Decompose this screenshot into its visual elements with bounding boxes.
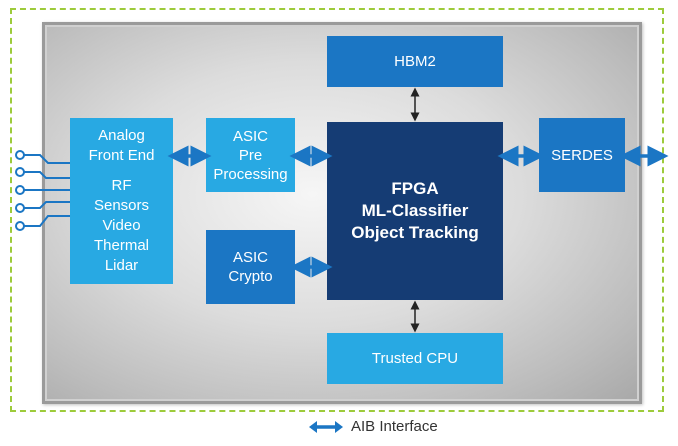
sensor-line-video: Video [102,217,141,234]
double-arrow-icon [309,420,343,433]
legend-label: AIB Interface [351,418,438,435]
fpga-line-2: ML-Classifier [361,201,469,220]
asic-pre-processing-block: ASIC Pre Processing [206,118,295,192]
sensor-line-lidar: Lidar [104,257,139,274]
sensor-pins-icon [15,150,70,231]
asic-crypto-line-1: ASIC [232,249,268,266]
asic-crypto-line-2: Crypto [228,268,273,285]
fpga-line-1: FPGA [391,179,439,198]
trusted-cpu-block: Trusted CPU [327,333,503,384]
package-boundary [10,8,664,412]
asic-pre-line-3: Processing [213,165,288,183]
hbm2-label: HBM2 [394,53,436,70]
serdes-label: SERDES [551,146,613,164]
serdes-block: SERDES [539,118,625,192]
asic-pre-line-2: Pre [238,146,263,164]
asic-pre-line-1: ASIC [232,127,268,145]
trusted-cpu-label: Trusted CPU [371,350,459,367]
sensor-line-sensors: Sensors [93,197,150,214]
sensor-line-thermal: Thermal [93,237,149,254]
fpga-line-3: Object Tracking [351,223,479,242]
legend: AIB Interface [309,418,438,435]
sensor-line-rf: RF [111,177,132,194]
hbm2-block: HBM2 [327,36,503,87]
analog-front-end-block: Analog Front End RF Sensors Video Therma… [70,118,173,284]
asic-crypto-block: ASIC Crypto [206,230,295,304]
fpga-block: FPGA ML-Classifier Object Tracking [327,122,503,300]
analog-line-1: Analog [98,127,145,144]
analog-line-2: Front End [88,147,155,164]
